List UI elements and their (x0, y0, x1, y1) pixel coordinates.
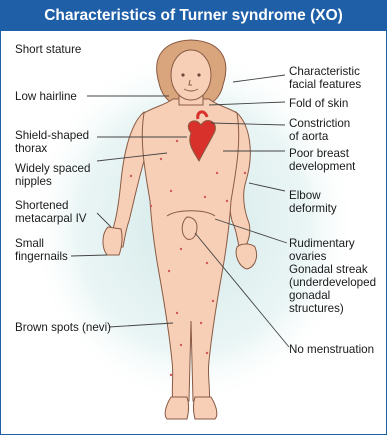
left-foot (194, 397, 217, 419)
label-widely-spaced-nipples: Widely spaced nipples (15, 162, 90, 188)
label-rudimentary-ovaries: Rudimentary ovaries Gonadal streak (unde… (289, 237, 376, 315)
label-ovaries-line1: Rudimentary (289, 237, 376, 250)
label-nipples-line2: nipples (15, 175, 90, 188)
label-fingernails-line2: fingernails (15, 250, 68, 263)
label-metacarpal-line1: Shortened (15, 199, 87, 212)
label-ovaries-line4: (underdeveloped (289, 276, 376, 289)
label-breast-line2: development (289, 160, 355, 173)
label-elbow-line1: Elbow (289, 189, 337, 202)
label-facial-features: Characteristic facial features (289, 65, 361, 91)
label-aorta-line1: Constriction (289, 117, 350, 130)
label-ovaries-line5: gonadal (289, 289, 376, 302)
label-elbow-deformity: Elbow deformity (289, 189, 337, 215)
right-foot (165, 397, 188, 419)
label-metacarpal-line2: metacarpal IV (15, 212, 87, 225)
label-ovaries-line3: Gonadal streak (289, 263, 376, 276)
label-facial-line2: facial features (289, 78, 361, 91)
head (171, 50, 211, 100)
label-breast-line1: Poor breast (289, 147, 355, 160)
label-short-stature: Short stature (15, 43, 81, 56)
label-nipples-line1: Widely spaced (15, 162, 90, 175)
label-shield-thorax-line1: Shield-shaped (15, 129, 89, 142)
label-shield-thorax-line2: thorax (15, 142, 89, 155)
label-low-hairline: Low hairline (15, 90, 77, 103)
label-poor-breast: Poor breast development (289, 147, 355, 173)
label-shield-thorax: Shield-shaped thorax (15, 129, 89, 155)
right-hand (103, 227, 122, 255)
label-fold-of-skin: Fold of skin (289, 97, 348, 110)
label-constriction-aorta: Constriction of aorta (289, 117, 350, 143)
label-ovaries-line2: ovaries (289, 250, 376, 263)
label-shortened-metacarpal: Shortened metacarpal IV (15, 199, 87, 225)
label-brown-spots: Brown spots (nevi) (15, 321, 111, 334)
label-ovaries-line6: structures) (289, 302, 376, 315)
label-small-fingernails: Small fingernails (15, 237, 68, 263)
label-no-menstruation: No menstruation (289, 343, 374, 356)
label-elbow-line2: deformity (289, 202, 337, 215)
label-facial-line1: Characteristic (289, 65, 361, 78)
label-aorta-line2: of aorta (289, 130, 350, 143)
label-fingernails-line1: Small (15, 237, 68, 250)
